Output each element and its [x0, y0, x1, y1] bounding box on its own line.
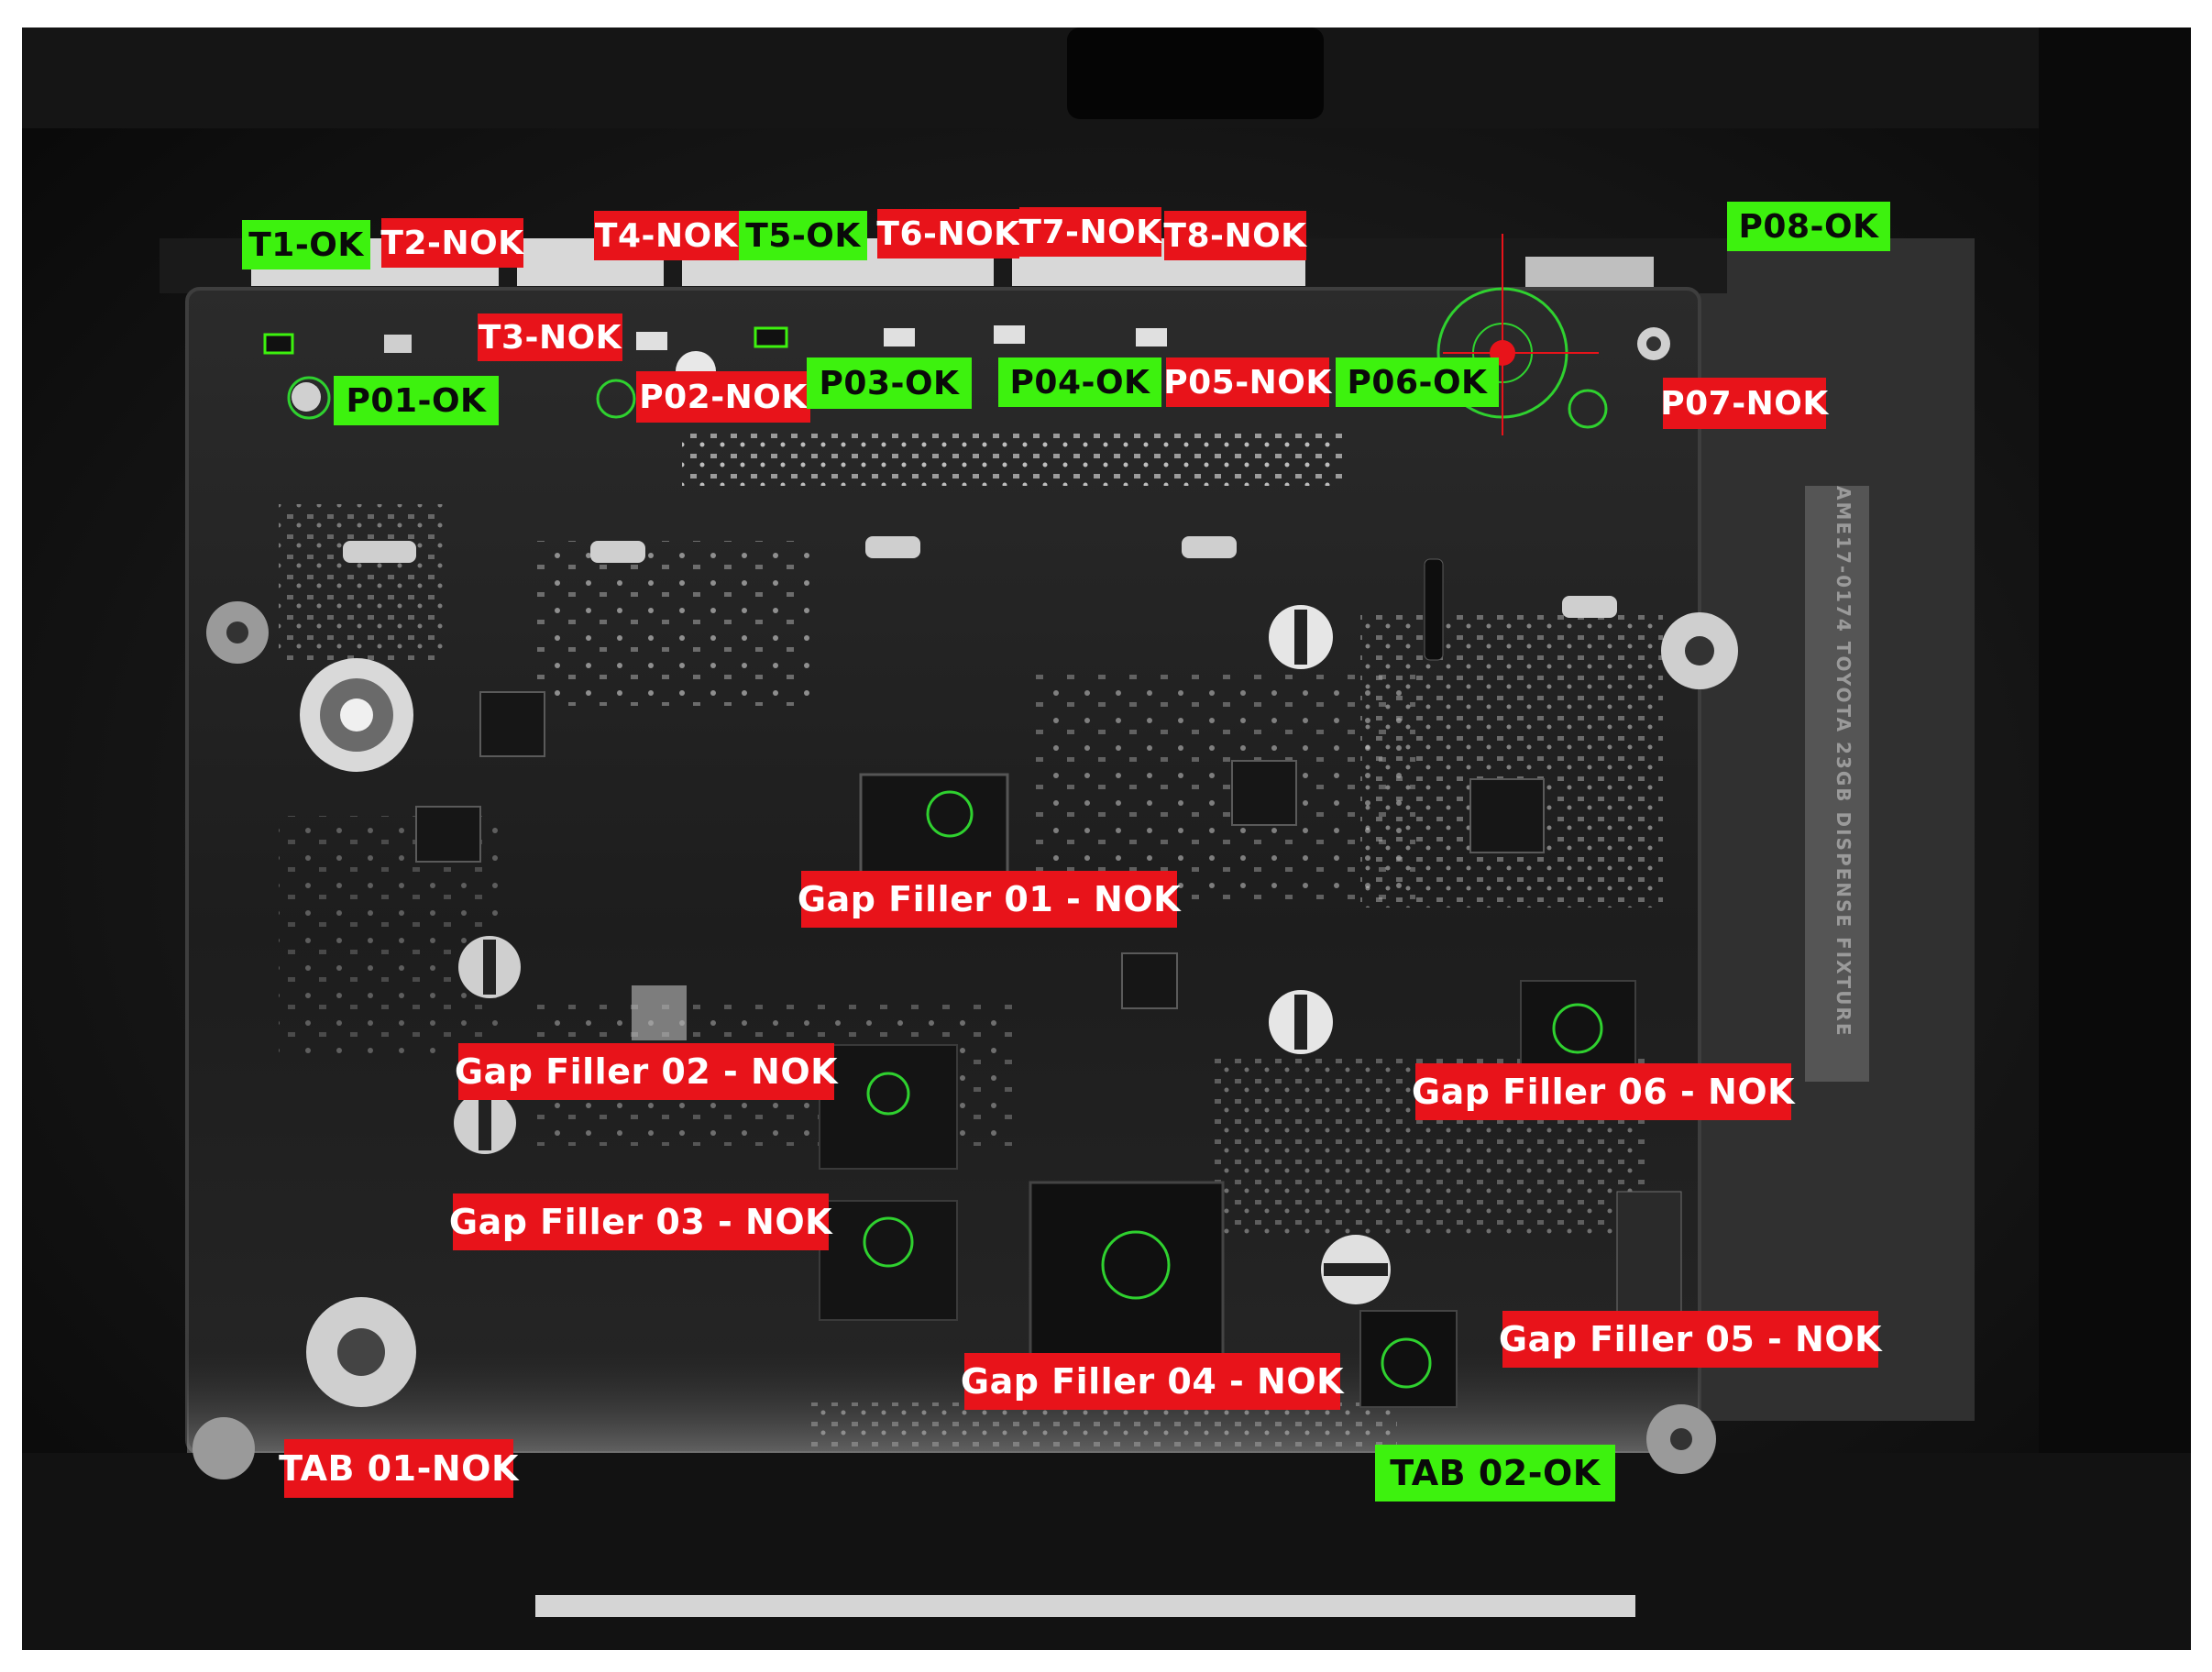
- pcb-board-photo: [22, 28, 2191, 1650]
- label-gap-filler-03: Gap Filler 03 - NOK: [449, 1194, 832, 1250]
- label-p06: P06-OK: [1336, 358, 1499, 407]
- label-gap-filler-05: Gap Filler 05 - NOK: [1499, 1311, 1882, 1368]
- label-p07: P07-NOK: [1660, 378, 1828, 429]
- label-p08: P08-OK: [1727, 202, 1890, 251]
- label-t4: T4-NOK: [594, 211, 739, 260]
- label-p02: P02-NOK: [636, 371, 810, 423]
- label-p04: P04-OK: [998, 358, 1161, 407]
- label-t5: T5-OK: [739, 211, 867, 260]
- label-t6: T6-NOK: [876, 209, 1019, 258]
- label-t3: T3-NOK: [478, 314, 622, 361]
- label-p03: P03-OK: [807, 358, 972, 409]
- label-t2: T2-NOK: [380, 218, 523, 268]
- label-gap-filler-06: Gap Filler 06 - NOK: [1412, 1063, 1795, 1120]
- label-tab-01: TAB 01-NOK: [279, 1439, 518, 1498]
- label-p01: P01-OK: [334, 376, 499, 425]
- label-gap-filler-02: Gap Filler 02 - NOK: [455, 1043, 838, 1100]
- fixture-plate-text: AME17-0174 TOYOTA 23GB DISPENSE FIXTURE: [1832, 486, 1854, 1038]
- label-p05: P05-NOK: [1163, 358, 1331, 407]
- inspection-image: AME17-0174 TOYOTA 23GB DISPENSE FIXTURE …: [22, 28, 2191, 1650]
- label-gap-filler-01: Gap Filler 01 - NOK: [798, 871, 1181, 928]
- label-gap-filler-04: Gap Filler 04 - NOK: [961, 1353, 1344, 1410]
- label-tab-02: TAB 02-OK: [1375, 1445, 1615, 1502]
- label-t1: T1-OK: [242, 220, 370, 270]
- label-t8: T8-NOK: [1163, 211, 1306, 260]
- label-t7: T7-NOK: [1018, 207, 1161, 257]
